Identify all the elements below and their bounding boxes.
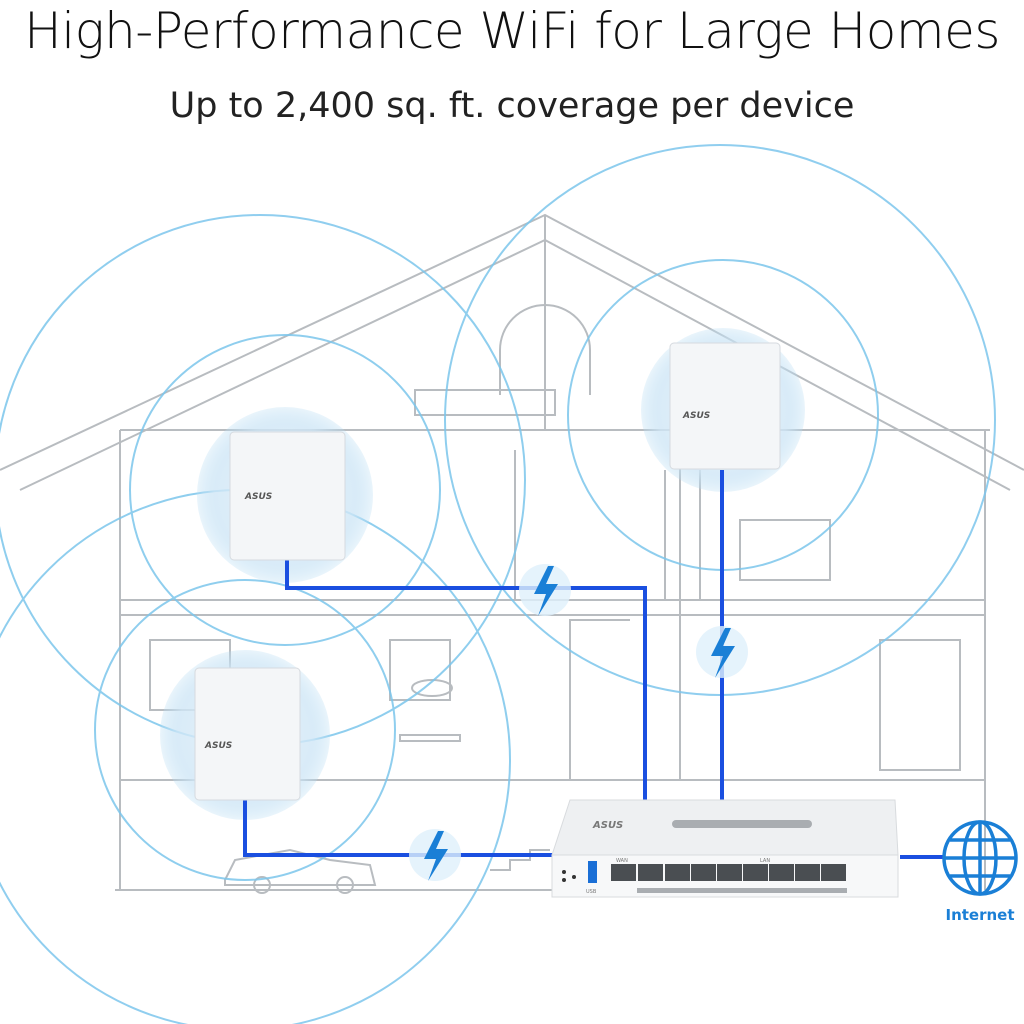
page-title: High-Performance WiFi for Large Homes — [24, 2, 1000, 60]
lightning-bolt-icon — [519, 564, 571, 616]
access-point-lower-left: ASUS — [194, 667, 301, 801]
svg-text:ASUS: ASUS — [244, 492, 272, 502]
svg-text:ASUS: ASUS — [592, 820, 623, 831]
svg-text:ASUS: ASUS — [682, 411, 710, 421]
globe-icon — [942, 820, 1018, 896]
access-point-upper-left: ASUS — [229, 431, 346, 561]
access-point-upper-right: ASUS — [669, 342, 781, 470]
svg-text:USB: USB — [586, 889, 597, 895]
internet-label: Internet — [945, 906, 1015, 924]
lightning-bolt-icon — [409, 829, 461, 881]
house-outline — [0, 213, 1024, 894]
lightning-bolt-icon — [696, 626, 748, 678]
ethernet-switch: ASUS USB WAN LAN — [551, 799, 899, 898]
svg-text:WAN: WAN — [616, 858, 628, 864]
svg-text:LAN: LAN — [760, 858, 770, 864]
page-subtitle: Up to 2,400 sq. ft. coverage per device — [169, 86, 855, 126]
svg-text:ASUS: ASUS — [204, 741, 232, 751]
